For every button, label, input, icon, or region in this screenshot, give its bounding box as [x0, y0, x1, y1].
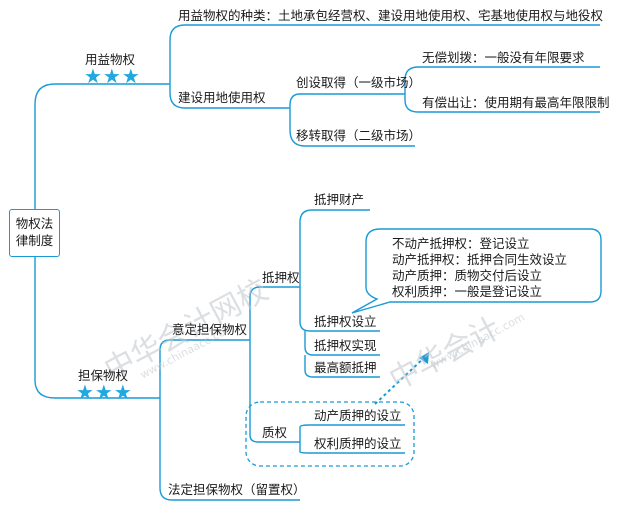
connector-movable-pledge	[299, 424, 405, 442]
connector-rights-pledge	[299, 442, 405, 454]
connector-consensual	[159, 339, 250, 398]
pledge-node: 质权	[262, 425, 288, 440]
connector-mortgage	[249, 286, 300, 340]
connector-secondary	[289, 108, 415, 147]
usufruct-title: 用益物权	[85, 52, 136, 67]
connector-original	[280, 93, 405, 109]
connector-construction	[169, 84, 280, 109]
statutory-security-node: 法定担保物权（留置权）	[168, 482, 306, 497]
callout-line: 动产质押：质物交付后设立	[392, 268, 543, 283]
callout-line: 权利质押：一般是登记设立	[392, 284, 543, 299]
movable-pledge-node: 动产质押的设立	[314, 408, 402, 423]
connector-mortgage-setup	[299, 287, 380, 332]
connector-mortgage-property	[299, 209, 370, 287]
root-node: 物权法 律制度	[9, 209, 60, 257]
max-mortgage-node: 最高额抵押	[314, 360, 377, 375]
arrowhead	[419, 352, 429, 364]
original-acquisition-node: 创设取得（一级市场）	[296, 75, 422, 90]
connector-types	[160, 24, 600, 85]
connector-allocation	[404, 66, 600, 94]
mortgage-node: 抵押权	[262, 270, 300, 285]
callout-bubble	[351, 228, 602, 314]
connector-root-usufruct	[34, 83, 160, 209]
connector-root-security	[34, 257, 160, 399]
usufruct-stars: ★★★	[84, 64, 141, 88]
usufruct-types: 用益物权的种类：土地承包经营权、建设用地使用权、宅基地使用权与地役权	[178, 8, 604, 23]
connector-statutory	[159, 398, 300, 501]
connector-transfer	[404, 94, 600, 113]
connector-mortgage-realize	[304, 331, 380, 356]
mortgage-setup-node: 抵押权设立	[314, 314, 377, 329]
allocation-node: 无偿划拨：一般没有年限要求	[422, 50, 585, 65]
connector-max-mortgage	[304, 355, 380, 378]
paid-transfer-node: 有偿出让：使用期有最高年限限制	[422, 95, 610, 110]
mortgage-realize-node: 抵押权实现	[314, 338, 377, 353]
consensual-security-node: 意定担保物权	[172, 322, 248, 337]
security-stars: ★★★	[76, 380, 133, 404]
root-label-line1: 物权法	[15, 216, 54, 231]
construction-land-node: 建设用地使用权	[178, 90, 266, 105]
callout-line: 不动产抵押权：登记设立	[392, 236, 530, 251]
root-label-line2: 律制度	[15, 233, 54, 248]
connector-pledge	[249, 340, 300, 443]
callout-line: 动产抵押权：抵押合同生效设立	[392, 252, 568, 267]
secondary-acquisition-node: 移转取得（二级市场）	[296, 128, 422, 143]
pledge-dashed-group	[245, 401, 415, 467]
rights-pledge-node: 权利质押的设立	[314, 436, 402, 451]
mortgage-property-node: 抵押财产	[314, 192, 365, 207]
security-title: 担保物权	[78, 368, 129, 383]
